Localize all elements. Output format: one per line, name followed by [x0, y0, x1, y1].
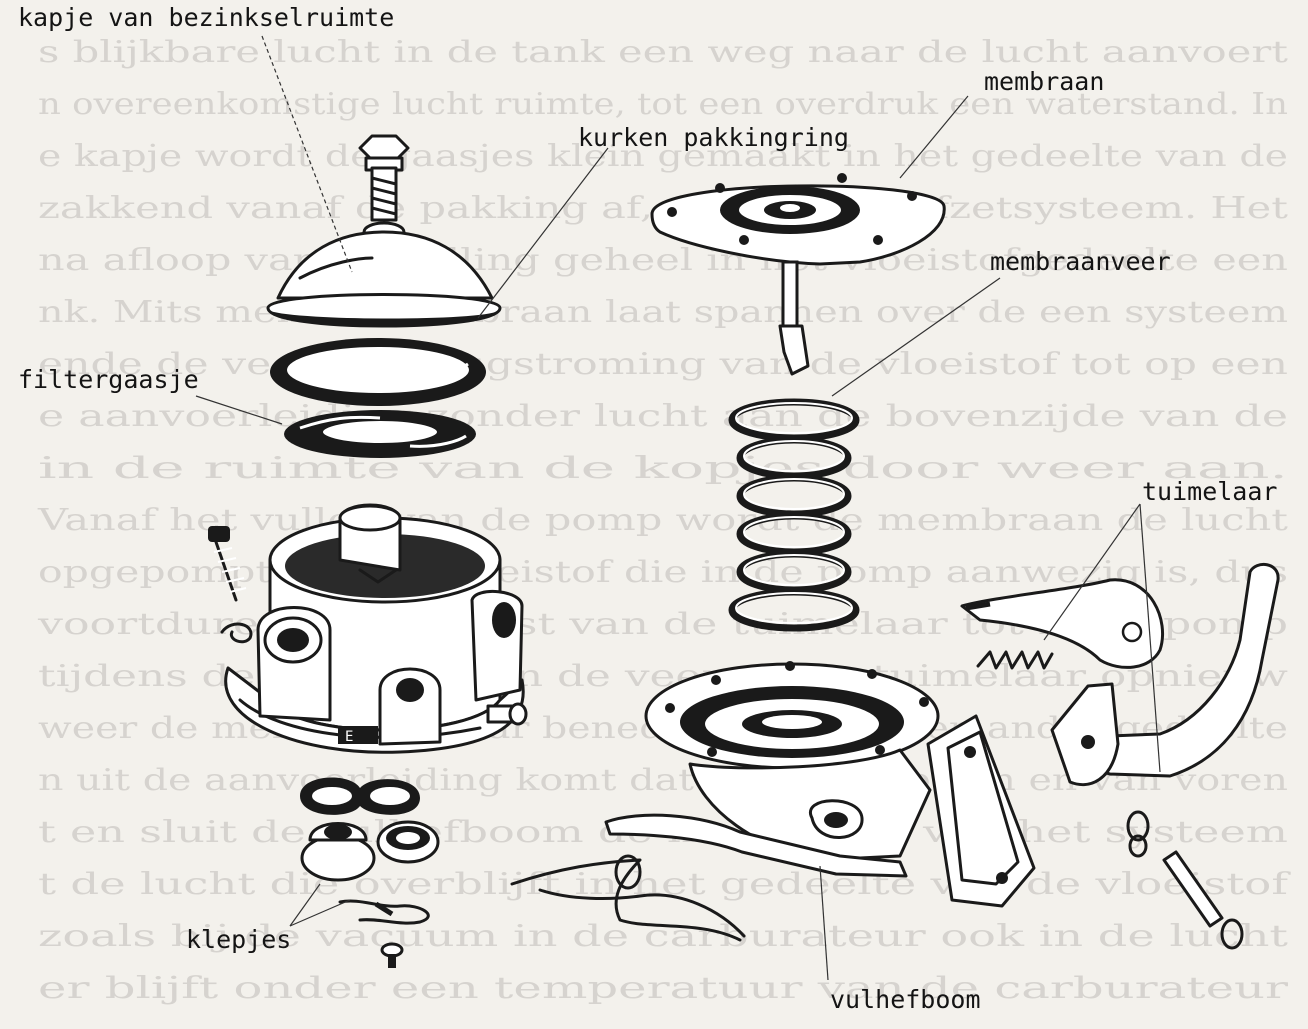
label-filtergaasje: filtergaasje [18, 365, 199, 394]
label-membraanveer: membraanveer [990, 247, 1171, 276]
bleed-through-line: in de ruimte van de kopjes door weer aan… [38, 451, 1288, 486]
label-kapje: kapje van bezinkselruimte [18, 3, 394, 32]
part-labels: kapje van bezinkselruimte kurken pakking… [18, 3, 1277, 1014]
bleed-through-line: Vanaf het vullen van de pomp wordt de me… [37, 503, 1288, 538]
bleed-through-line: nk. Mits men de membraan laat spannen ov… [38, 295, 1288, 330]
valve-gasket [300, 777, 420, 815]
spring-coil-highlight [743, 554, 845, 586]
membrane-spring [728, 398, 860, 632]
filter-gauze [284, 410, 476, 458]
spring-coil-highlight [743, 440, 845, 472]
spring-coil-highlight [735, 592, 853, 624]
label-kurken: kurken pakkingring [578, 123, 849, 152]
membrane [650, 173, 946, 376]
label-membraan: membraan [984, 67, 1104, 96]
bleed-through-line: e kapje wordt de gaasjes klein gemaakt i… [38, 139, 1288, 174]
bleed-through-line: opgepompt van de vloeistof die in de pom… [38, 555, 1288, 590]
cork-gasket-ring [270, 338, 486, 406]
svg-text:E: E [345, 729, 353, 745]
rocker-arm [960, 563, 1280, 950]
bleed-through-line: n overeenkomstige lucht ruimte, tot een … [38, 87, 1288, 122]
bleed-through-line: e aanvoerleiding zonder lucht aan de bov… [38, 399, 1288, 434]
small-screw [208, 526, 247, 602]
pump-lower-body [644, 661, 1036, 908]
bleed-through-line: na afloop van de vulling geheel in het v… [38, 243, 1288, 278]
bleed-through-line: er blijft onder een temperatuur van de c… [38, 971, 1289, 1006]
label-vulhefboom: vulhefboom [830, 985, 981, 1014]
valves [300, 820, 440, 968]
bleed-through-line: s blijkbare lucht in de tank een weg naa… [38, 35, 1288, 70]
spring-coil-highlight [743, 478, 845, 510]
filling-lever [510, 813, 908, 942]
spring-coil-highlight [743, 516, 845, 548]
settling-cap [266, 134, 502, 328]
label-klepjes: klepjes [186, 925, 291, 954]
leader-lines [195, 35, 1161, 981]
bleed-through-line: ende de veer de terugstroming van de vlo… [38, 347, 1288, 382]
pump-upper-body: E [220, 503, 528, 754]
spring-coil-highlight [735, 402, 853, 434]
label-tuimelaar: tuimelaar [1142, 477, 1277, 506]
